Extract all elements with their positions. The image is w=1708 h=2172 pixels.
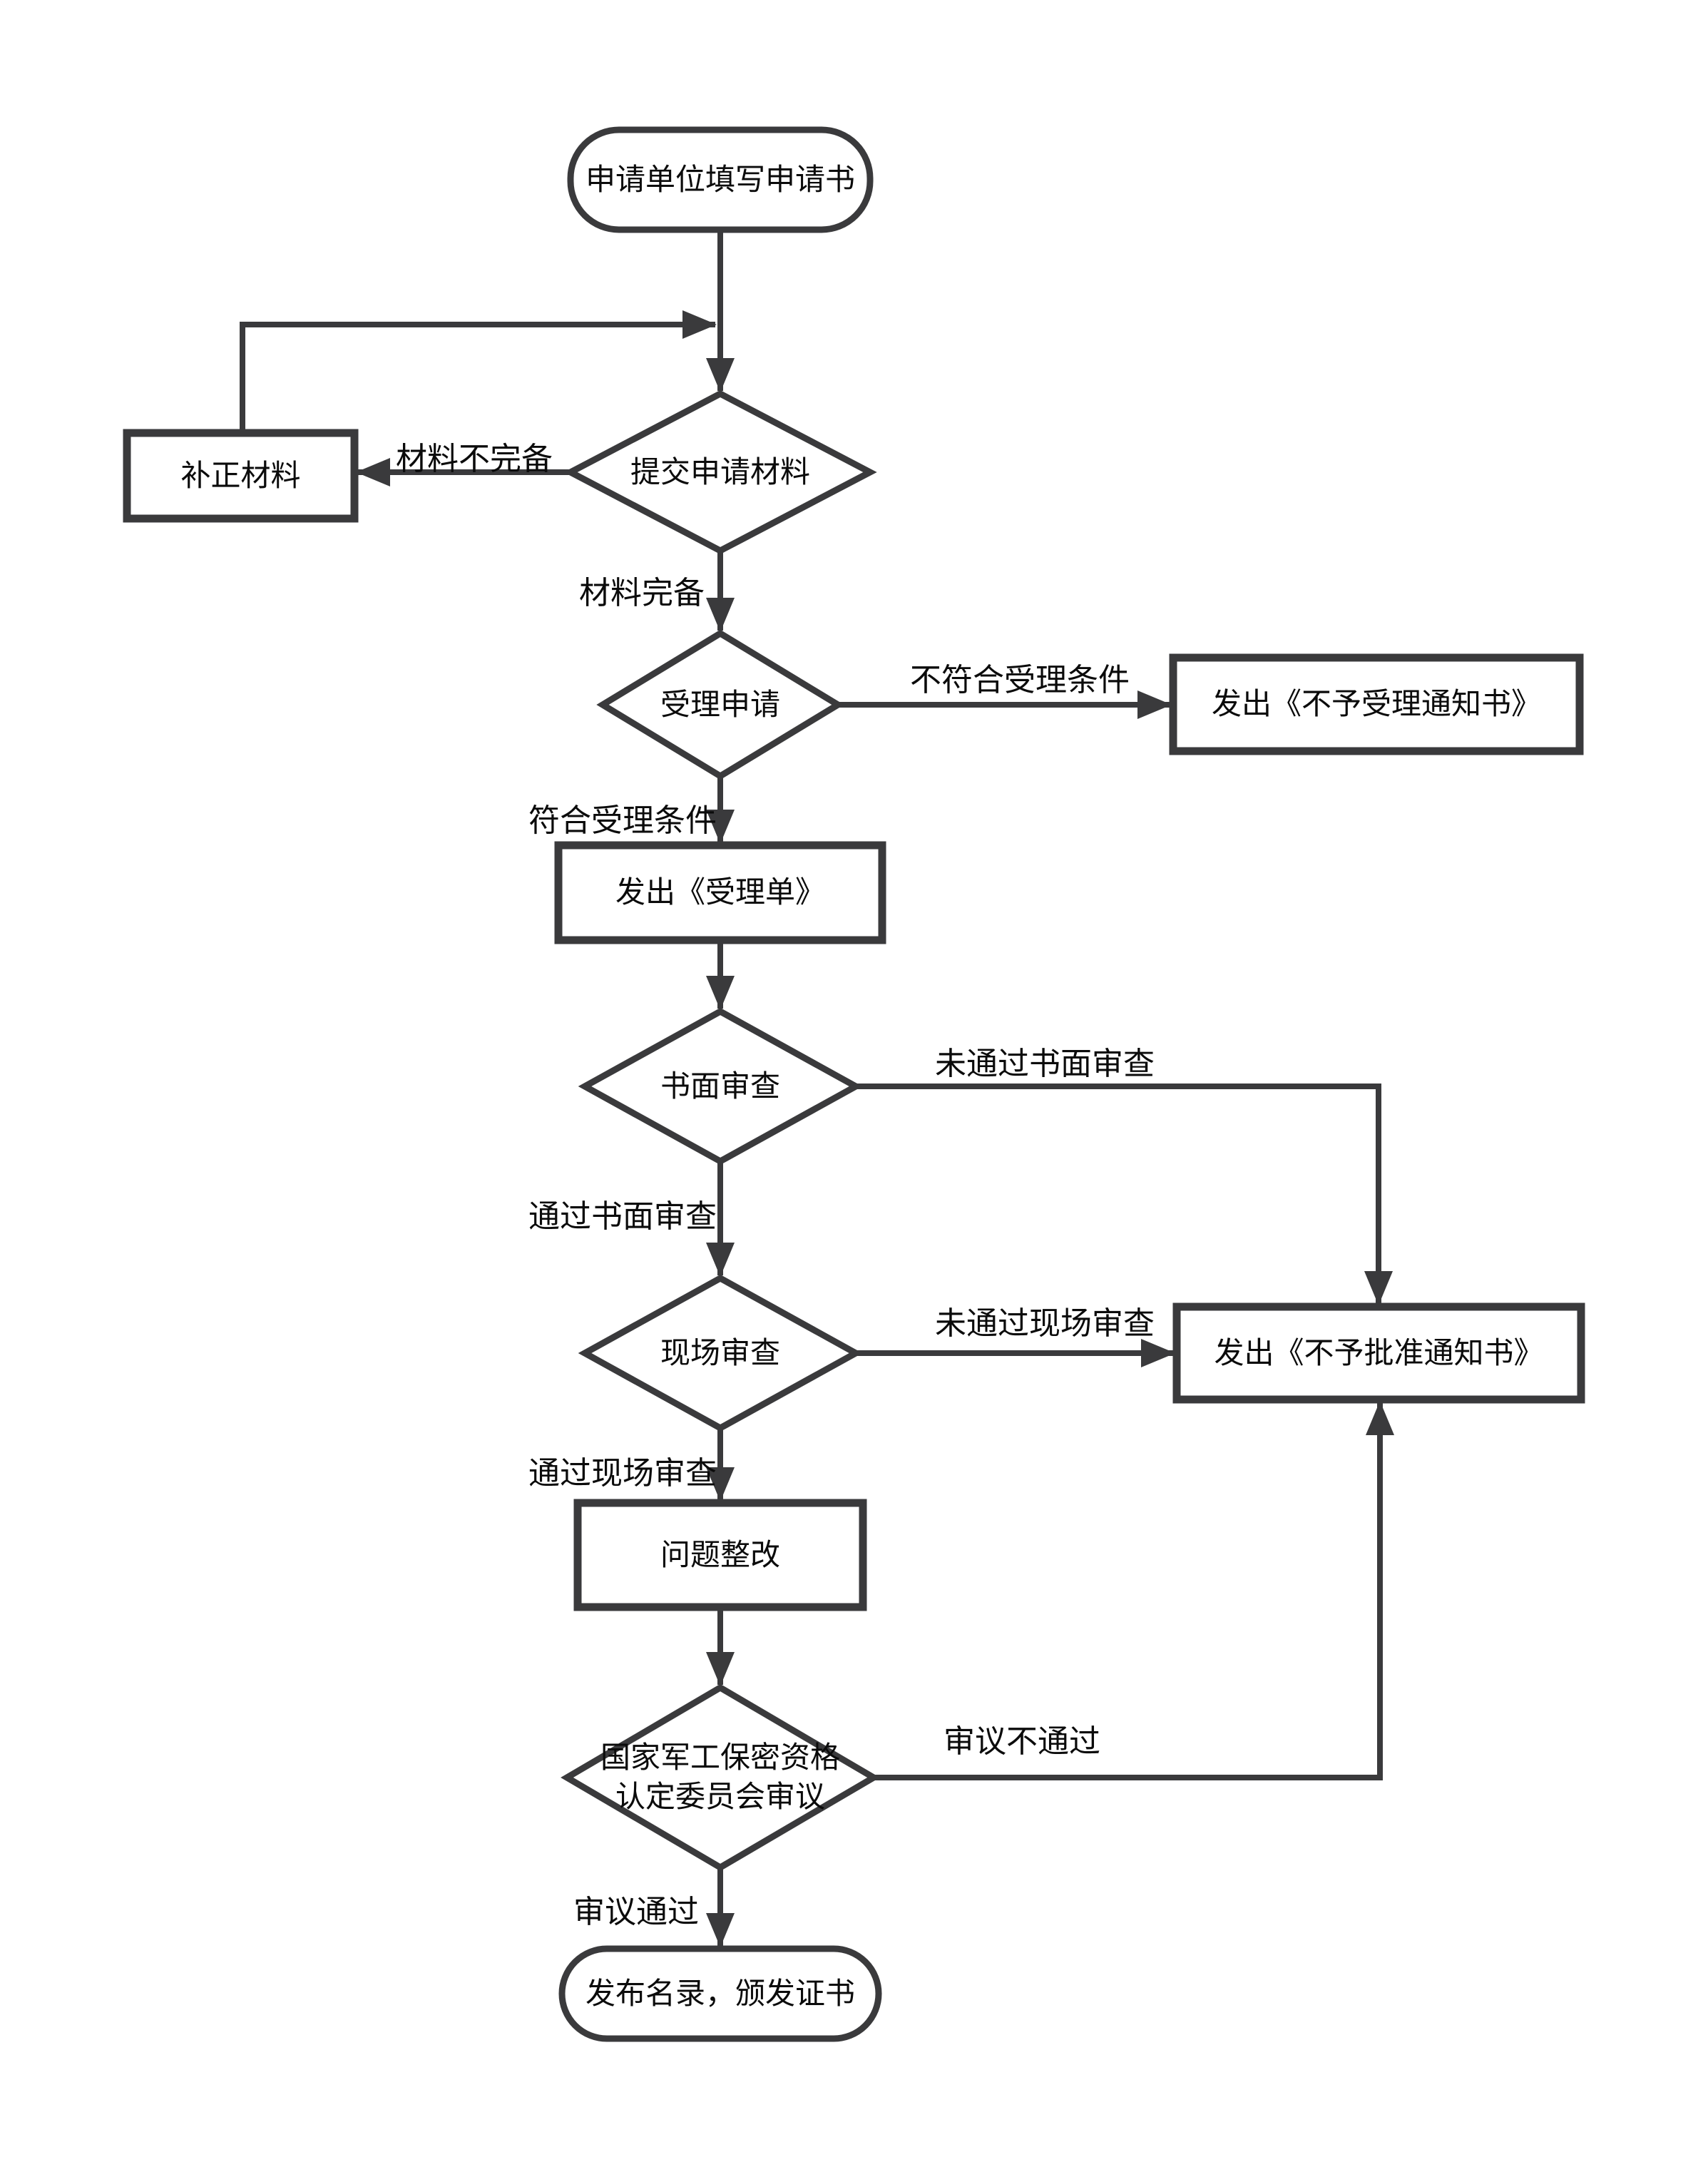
committee-review-shape (561, 1683, 880, 1872)
onsite-review-shape (578, 1274, 863, 1432)
start-node-shape (567, 126, 874, 233)
written-review-shape (578, 1007, 863, 1166)
supplement-materials-shape (123, 429, 359, 523)
edge-supplement-feedback (240, 310, 717, 433)
accept-application-shape (596, 629, 844, 780)
notice-not-accepted-shape (1169, 653, 1584, 755)
issue-acceptance-form-shape (554, 841, 886, 944)
end-node-shape (558, 1945, 882, 2042)
edge-committee-to-notice-not-approved (874, 1401, 1394, 1780)
problem-rectification-shape (573, 1499, 867, 1611)
submit-materials-shape (563, 389, 877, 555)
notice-not-approved-shape (1172, 1302, 1585, 1404)
edge-written-review-to-notice-not-approved (856, 1084, 1393, 1305)
